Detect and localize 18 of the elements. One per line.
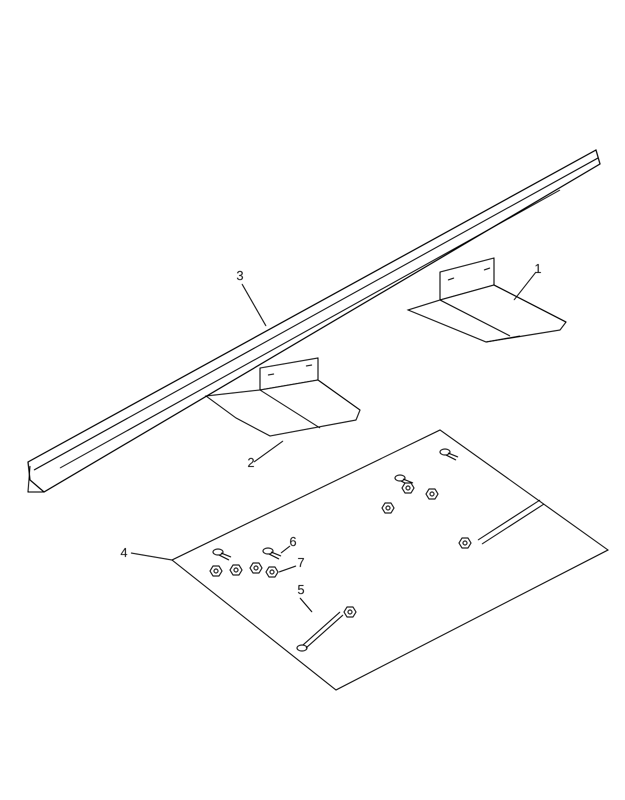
leader-line: [278, 566, 296, 572]
callout-number: 4: [118, 545, 130, 561]
leader-line: [300, 598, 312, 612]
callout-number: 5: [295, 582, 307, 598]
rail-drawing: [26, 148, 602, 494]
callout-number: 3: [234, 268, 246, 284]
hardware-kit-drawing: [170, 428, 610, 691]
nut-icon: [264, 566, 280, 579]
leader-line: [254, 440, 284, 462]
leader-line: [514, 272, 536, 300]
callout-number: 7: [295, 555, 307, 571]
callout-number: 6: [287, 534, 299, 550]
bolt-icon: [262, 546, 282, 562]
leader-line: [130, 552, 172, 560]
callout-number: 2: [245, 455, 257, 471]
leader-line: [280, 546, 290, 554]
callout-number: 1: [532, 261, 544, 277]
leader-line: [242, 284, 266, 326]
